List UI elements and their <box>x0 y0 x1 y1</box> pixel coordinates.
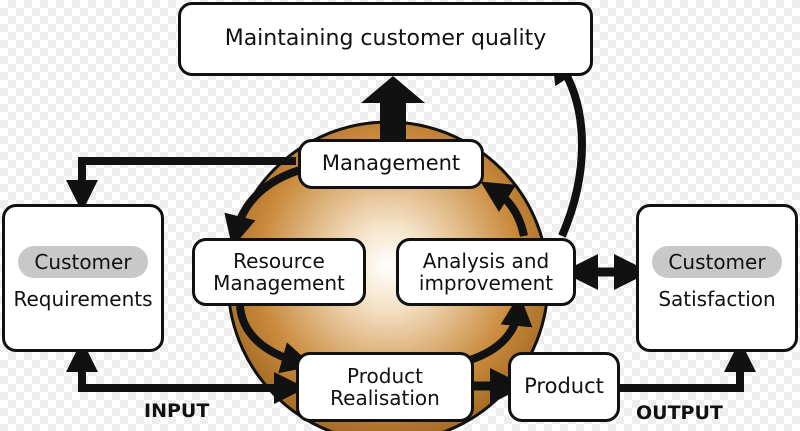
customer-requirements-text: Requirements <box>13 287 153 311</box>
output-label: OUTPUT <box>636 402 723 424</box>
arrow-management-to-resource <box>224 166 302 248</box>
resource-line-1: Resource <box>233 249 325 273</box>
arrow-management-to-requirements <box>66 157 296 212</box>
product-realisation-box: Product Realisation <box>296 352 474 422</box>
product-box: Product <box>508 352 620 422</box>
output-arrow <box>620 340 756 392</box>
customer-satisfaction-tag: Customer <box>652 246 782 278</box>
analysis-line-1: Analysis and <box>422 249 550 273</box>
management-text: Management <box>321 151 461 176</box>
realisation-line-1: Product <box>347 364 423 388</box>
management-box: Management <box>298 139 484 189</box>
customer-satisfaction-box: Customer Satisfaction <box>636 204 798 352</box>
customer-satisfaction-text: Satisfaction <box>658 287 776 311</box>
arrow-analysis-to-management <box>480 181 528 237</box>
arrow-realisation-to-analysis <box>468 294 533 364</box>
analysis-line-2: improvement <box>418 271 554 295</box>
customer-requirements-tag: Customer <box>18 246 148 278</box>
quality-text: Maintaining customer quality <box>224 25 547 51</box>
analysis-improvement-box: Analysis and improvement <box>396 238 576 306</box>
arrow-analysis-to-quality <box>551 50 586 238</box>
input-arrow <box>66 340 306 404</box>
quality-box: Maintaining customer quality <box>178 2 593 76</box>
resource-management-box: Resource Management <box>192 238 366 306</box>
customer-requirements-box: Customer Requirements <box>2 204 164 352</box>
product-text: Product <box>524 374 604 399</box>
resource-line-2: Management <box>213 271 345 295</box>
up-arrow-quality <box>361 76 425 140</box>
realisation-line-2: Realisation <box>330 386 440 410</box>
input-label: INPUT <box>144 400 210 422</box>
